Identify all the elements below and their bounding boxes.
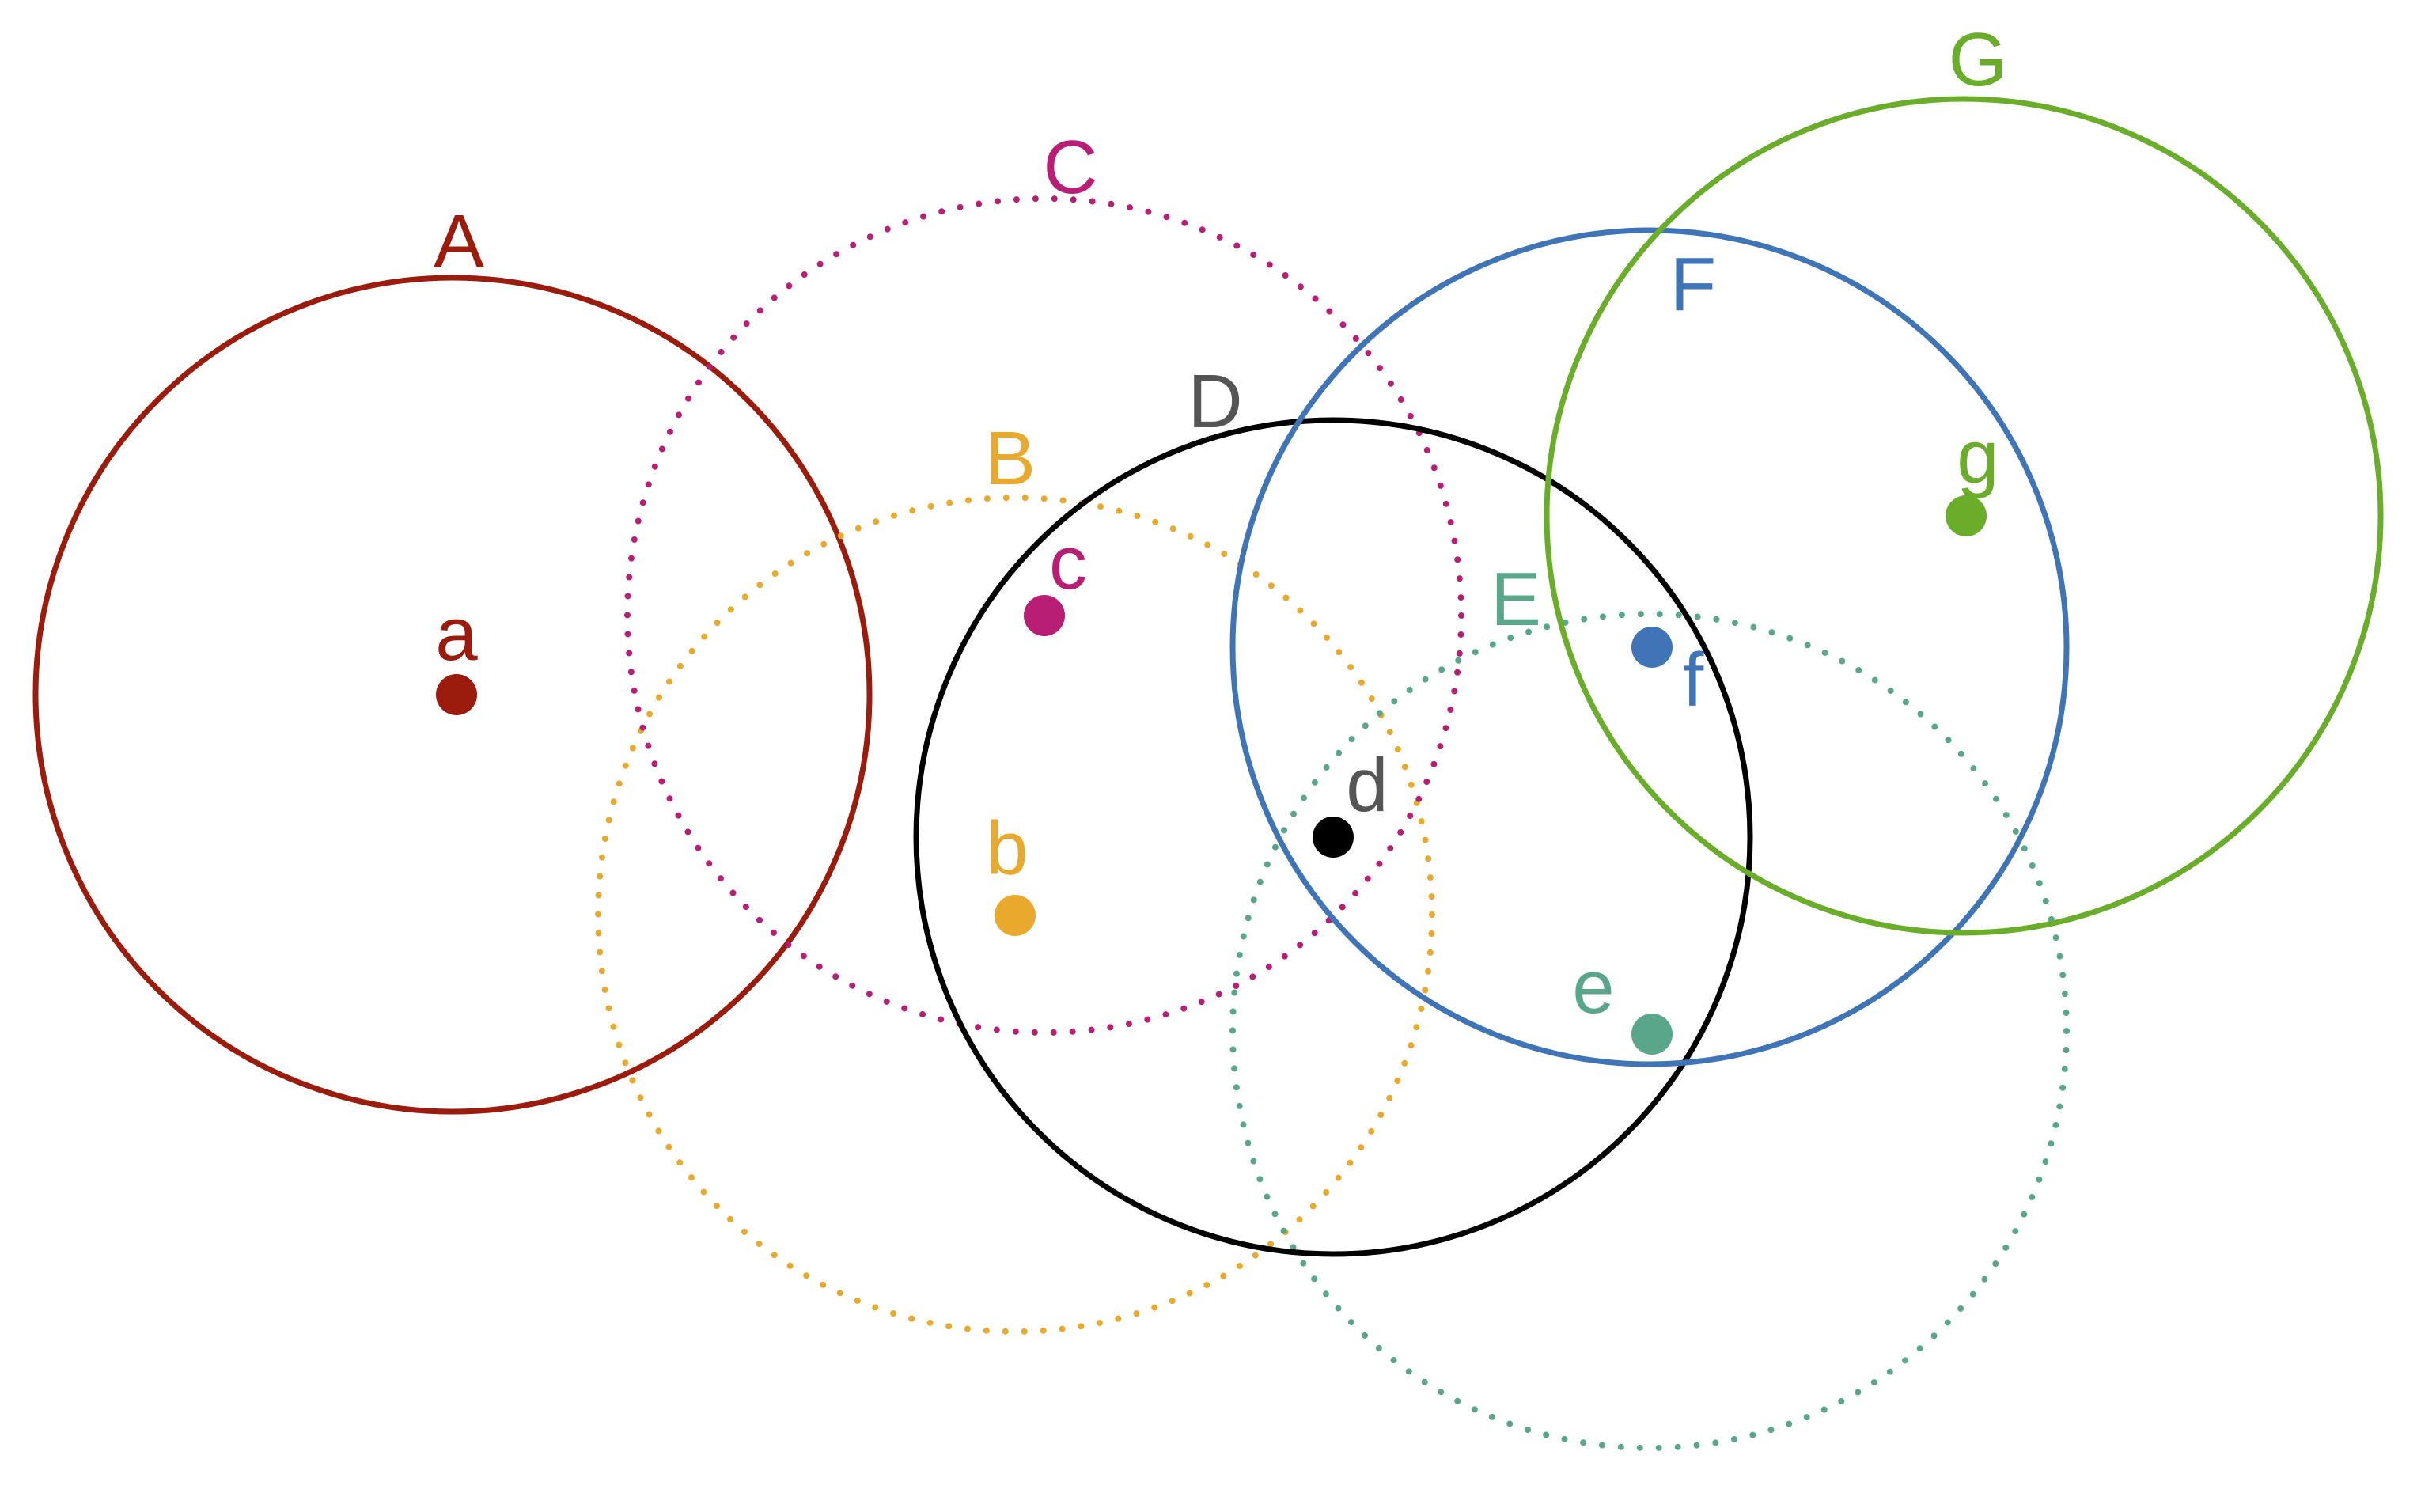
point-label-f: f <box>1683 638 1704 722</box>
point-label-b: b <box>986 806 1028 891</box>
point-label-g: g <box>1957 415 1999 499</box>
circle-e <box>1229 611 2070 1451</box>
circle-b <box>595 495 1435 1335</box>
point-f <box>1631 627 1673 668</box>
point-label-a: a <box>435 592 478 676</box>
circle-f <box>1229 227 2070 1067</box>
point-g <box>1946 495 1987 536</box>
circle-label-b: B <box>985 416 1036 501</box>
point-c <box>1024 595 1065 636</box>
circle-label-e: E <box>1491 557 1541 642</box>
circle-g <box>1544 96 2384 936</box>
circle-a <box>32 275 873 1115</box>
circle-label-d: D <box>1188 359 1242 444</box>
circle-c <box>624 195 1464 1036</box>
point-e <box>1631 1014 1673 1055</box>
circle-label-f: F <box>1670 242 1717 327</box>
point-d <box>1313 817 1354 858</box>
circle-label-g: G <box>1949 17 2008 102</box>
point-label-c: c <box>1049 521 1087 605</box>
point-label-e: e <box>1572 945 1614 1029</box>
point-b <box>995 895 1036 936</box>
point-label-d: d <box>1346 743 1388 828</box>
circle-d <box>913 417 1753 1257</box>
point-a <box>436 674 477 715</box>
circle-label-a: A <box>434 199 484 284</box>
circle-label-c: C <box>1043 125 1097 210</box>
